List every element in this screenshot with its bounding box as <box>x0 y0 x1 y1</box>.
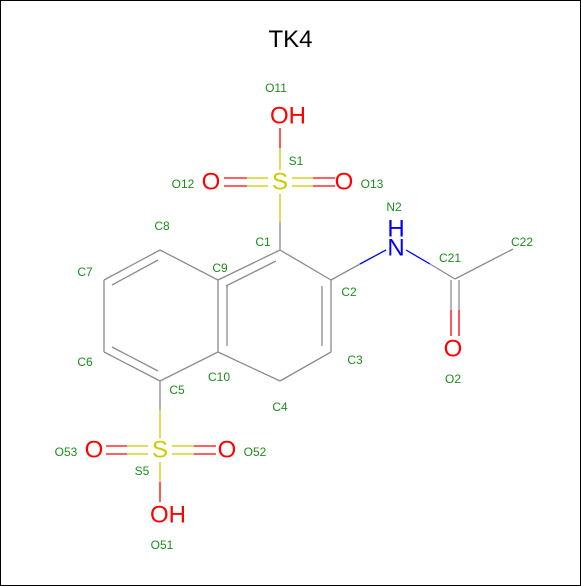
bond-c8-c7-inner <box>111 259 159 286</box>
atom-label-n2: N2 <box>386 200 402 214</box>
acetamide-bonds <box>330 248 514 336</box>
bond-c9-c1-inner <box>225 260 277 287</box>
bond-c8-c7 <box>103 249 161 281</box>
atom-label-o52: O52 <box>244 445 267 459</box>
bond-c1-c2 <box>279 249 332 281</box>
atom-labels: O11 S1 O12 O13 N2 C22 C21 C8 C1 C7 C9 C2… <box>55 81 534 552</box>
sulfonate-top-bonds <box>224 128 335 250</box>
atom-label-s1: S1 <box>289 154 304 168</box>
atom-label-c21: C21 <box>439 251 461 265</box>
atom-label-o13: O13 <box>361 177 384 191</box>
atom-label-c3: C3 <box>347 353 363 367</box>
bond-c5-c10 <box>159 351 219 382</box>
symbol-s-bottom: S <box>152 437 168 464</box>
atom-label-c1: C1 <box>255 235 271 249</box>
symbol-oh-top: OH <box>270 103 306 130</box>
symbol-oh-bottom: OH <box>150 502 186 529</box>
bond-c2-n2-grey <box>330 263 361 281</box>
atom-label-c5: C5 <box>169 383 185 397</box>
atom-label-o11: O11 <box>265 81 287 95</box>
symbol-o12: O <box>202 169 221 196</box>
symbol-o2: O <box>444 336 463 363</box>
bond-c9-c8 <box>159 249 219 281</box>
atom-label-o12: O12 <box>172 177 195 191</box>
bond-c6-c5 <box>103 351 161 382</box>
atom-label-c7: C7 <box>77 265 93 279</box>
element-symbols: OH S O O N H O S O O OH <box>85 103 463 529</box>
atom-label-c2: C2 <box>341 285 357 299</box>
atom-label-c6: C6 <box>77 355 93 369</box>
atom-label-c22: C22 <box>511 235 533 249</box>
symbol-o13: O <box>335 169 354 196</box>
atom-label-c8: C8 <box>154 219 170 233</box>
atom-label-c10: C10 <box>208 370 230 384</box>
symbol-n2: N <box>387 235 404 262</box>
symbol-o52: O <box>218 437 237 464</box>
atom-label-c4: C4 <box>272 400 288 414</box>
symbol-o53: O <box>85 437 104 464</box>
ring-right-bonds <box>217 249 332 382</box>
atom-label-o53: O53 <box>55 445 78 459</box>
atom-label-s5: S5 <box>135 464 150 478</box>
symbol-s-top: S <box>272 169 288 196</box>
symbol-nh-h: H <box>387 216 404 243</box>
bond-c9-c1 <box>217 249 281 281</box>
atom-label-c9: C9 <box>212 261 228 275</box>
bond-c21-c22 <box>454 248 514 280</box>
ring-left-bonds <box>103 249 219 382</box>
bond-c3-c4 <box>279 351 332 382</box>
sulfonate-bottom-bonds <box>106 381 216 502</box>
bond-n2-c21-grey <box>429 263 456 280</box>
bond-c4-c10 <box>217 351 281 382</box>
bond-n2-c21-blue <box>405 249 431 265</box>
molecule-title: TK4 <box>268 26 313 53</box>
atom-label-o2: O2 <box>445 372 461 386</box>
atom-label-o51: O51 <box>151 538 174 552</box>
bond-c6-c5-inner <box>111 346 159 372</box>
bond-c2-n2-blue <box>359 249 387 265</box>
